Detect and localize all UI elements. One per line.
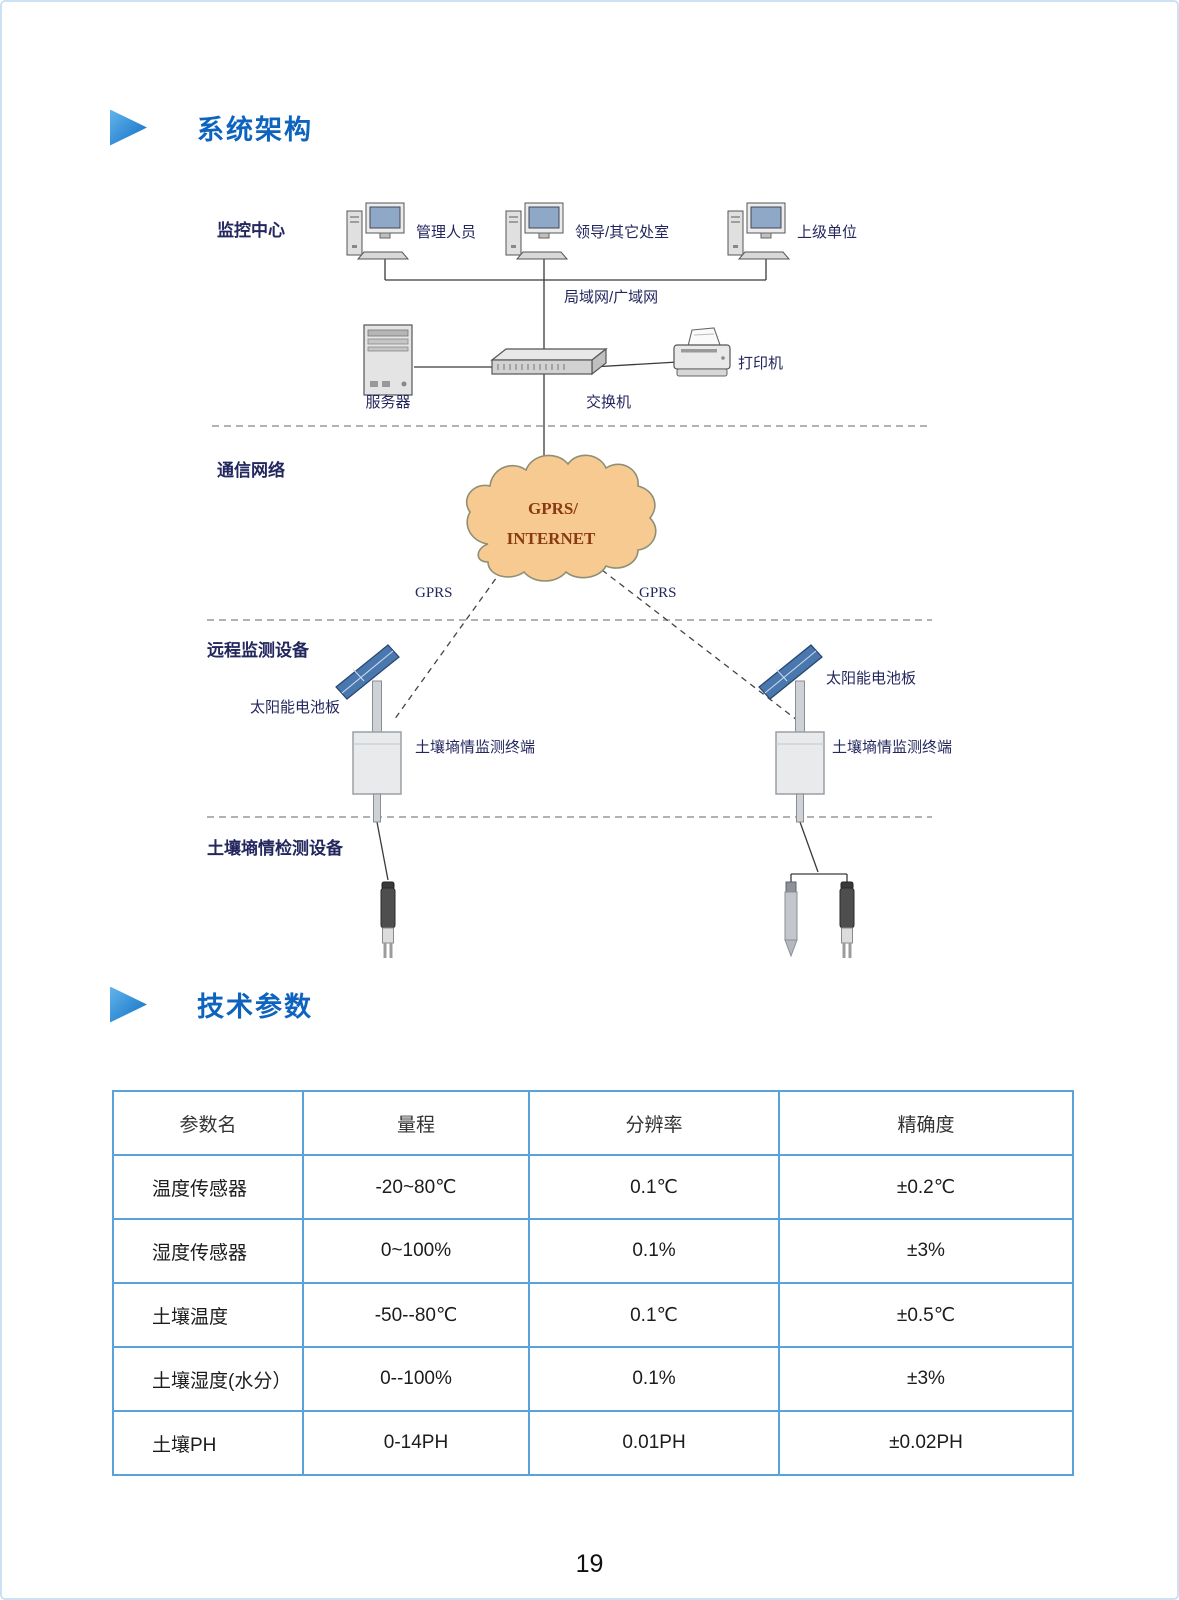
table-row: 湿度传感器 0~100% 0.1% ±3% [112,1218,1074,1284]
table-cell: 0.1℃ [528,1282,780,1348]
table-cell: 土壤湿度(水分） [112,1346,304,1412]
section-triangle-icon [110,986,147,1023]
table-cell: ±3% [778,1218,1074,1284]
table-cell: 0.1℃ [528,1154,780,1220]
table-cell: ±0.2℃ [778,1154,1074,1220]
cloud-label-line2: INTERNET [507,529,596,548]
computer-icon [346,202,409,260]
label-printer: 打印机 [738,355,783,372]
layer-label-network: 通信网络 [217,460,285,480]
solar-station-icon [335,644,402,823]
table-row: 土壤湿度(水分） 0--100% 0.1% ±3% [112,1346,1074,1412]
section-title: 系统架构 [197,115,313,145]
label-admin-pc: 管理人员 [416,224,476,241]
table-cell: 0.01PH [528,1410,780,1476]
label-terminal-right: 土壤墒情监测终端 [832,738,952,756]
table-cell: 土壤温度 [112,1282,304,1348]
parameters-table: 参数名 量程 分辨率 精确度 温度传感器 -20~80℃ 0.1℃ ±0.2℃ … [112,1090,1074,1476]
soil-probe-icon [380,881,396,959]
table-cell: 0~100% [302,1218,530,1284]
computer-icon [727,202,790,260]
gprs-internet-cloud: GPRS/ INTERNET [465,454,657,582]
table-cell: 0--100% [302,1346,530,1412]
label-leader-pc: 领导/其它处室 [575,223,669,241]
solar-station-icon [758,644,825,823]
section-triangle-icon [110,109,147,146]
server-icon [363,324,413,396]
table-row: 土壤温度 -50--80℃ 0.1℃ ±0.5℃ [112,1282,1074,1348]
label-solar-left: 太阳能电池板 [250,698,340,716]
label-switch: 交换机 [586,393,631,411]
label-solar-right: 太阳能电池板 [826,669,916,687]
computer-icon [505,202,568,260]
label-superior-pc: 上级单位 [797,224,857,241]
label-server: 服务器 [365,394,410,411]
label-lan-wan: 局域网/广域网 [564,289,658,306]
section-title: 技术参数 [197,992,313,1022]
section-header-parameters: 技术参数 [110,985,313,1024]
col-header: 参数名 [112,1090,304,1156]
soil-probe-silver-icon [784,881,798,958]
col-header: 量程 [302,1090,530,1156]
table-cell: ±0.02PH [778,1410,1074,1476]
table-cell: 湿度传感器 [112,1218,304,1284]
table-row: 土壤PH 0-14PH 0.01PH ±0.02PH [112,1410,1074,1476]
table-header-row: 参数名 量程 分辨率 精确度 [112,1090,1074,1156]
label-terminal-left: 土壤墒情监测终端 [415,738,535,756]
printer-icon [673,327,731,377]
switch-icon [490,347,608,376]
table-cell: ±3% [778,1346,1074,1412]
col-header: 精确度 [778,1090,1074,1156]
table-cell: 0.1% [528,1346,780,1412]
layer-label-remote: 远程监测设备 [207,640,310,660]
col-header: 分辨率 [528,1090,780,1156]
section-header-architecture: 系统架构 [110,108,313,147]
layer-label-monitoring: 监控中心 [217,220,285,240]
table-cell: -20~80℃ [302,1154,530,1220]
architecture-diagram: GPRS/ INTERNET 监控中心 通信网络 远程监测设备 土壤墒情检测设备… [207,202,952,959]
table-cell: ±0.5℃ [778,1282,1074,1348]
soil-probe-icon [839,881,855,959]
table-cell: 温度传感器 [112,1154,304,1220]
connector-lines [376,259,848,882]
table-cell: 0-14PH [302,1410,530,1476]
label-gprs-right: GPRS [639,585,677,601]
layer-separator-lines [207,425,932,818]
table-cell: 土壤PH [112,1410,304,1476]
cloud-label-line1: GPRS/ [528,499,578,518]
table-cell: -50--80℃ [302,1282,530,1348]
table-row: 温度传感器 -20~80℃ 0.1℃ ±0.2℃ [112,1154,1074,1220]
layer-label-soil: 土壤墒情检测设备 [207,838,344,858]
gprs-dashed-links [393,569,798,721]
table-cell: 0.1% [528,1218,780,1284]
label-gprs-left: GPRS [415,585,453,601]
page-number: 19 [575,1550,604,1578]
